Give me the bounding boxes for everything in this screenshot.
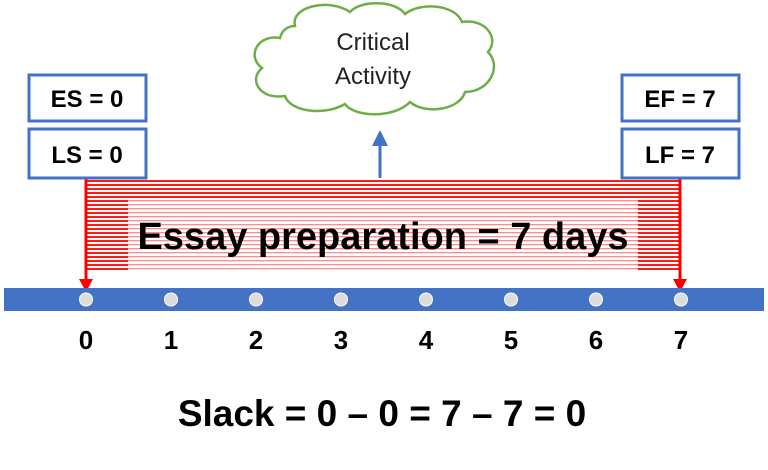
right-down-arrow-icon — [673, 178, 687, 292]
tick-label-1: 1 — [164, 325, 178, 355]
tick-dot-5 — [504, 292, 518, 307]
tick-label-5: 5 — [504, 325, 518, 355]
cloud-text-line2: Activity — [335, 63, 411, 90]
left-down-arrow-icon — [79, 178, 93, 292]
tick-label-3: 3 — [334, 325, 348, 355]
tick-dot-3 — [334, 292, 348, 307]
ef-label: EF = 7 — [644, 86, 715, 113]
tick-label-6: 6 — [589, 325, 603, 355]
ls-box: LS = 0 — [27, 127, 148, 180]
tick-dot-1 — [164, 292, 178, 307]
tick-label-2: 2 — [249, 325, 263, 355]
tick-dot-7 — [674, 292, 688, 307]
tick-label-4: 4 — [419, 325, 434, 355]
tick-label-0: 0 — [79, 325, 93, 355]
up-arrow-icon — [372, 130, 388, 178]
tick-label-7: 7 — [674, 325, 688, 355]
es-box: ES = 0 — [27, 73, 148, 123]
slack-equation: Slack = 0 – 0 = 7 – 7 = 0 — [178, 393, 586, 434]
ef-box: EF = 7 — [620, 73, 741, 123]
lf-label: LF = 7 — [645, 142, 715, 169]
cloud-text-line1: Critical — [336, 29, 409, 56]
tick-dot-4 — [419, 292, 433, 307]
activity-label: Essay preparation = 7 days — [137, 216, 628, 258]
timeline-bar — [4, 288, 764, 311]
timeline: 0 1 2 3 4 5 6 7 — [4, 288, 764, 355]
lf-box: LF = 7 — [620, 127, 741, 180]
activity-bar: Essay preparation = 7 days — [86, 178, 681, 270]
tick-dot-2 — [249, 292, 263, 307]
critical-activity-cloud: Critical Activity — [253, 2, 496, 116]
ls-label: LS = 0 — [51, 142, 122, 169]
tick-dot-6 — [589, 292, 603, 307]
es-label: ES = 0 — [51, 86, 124, 113]
tick-dot-0 — [79, 292, 93, 307]
